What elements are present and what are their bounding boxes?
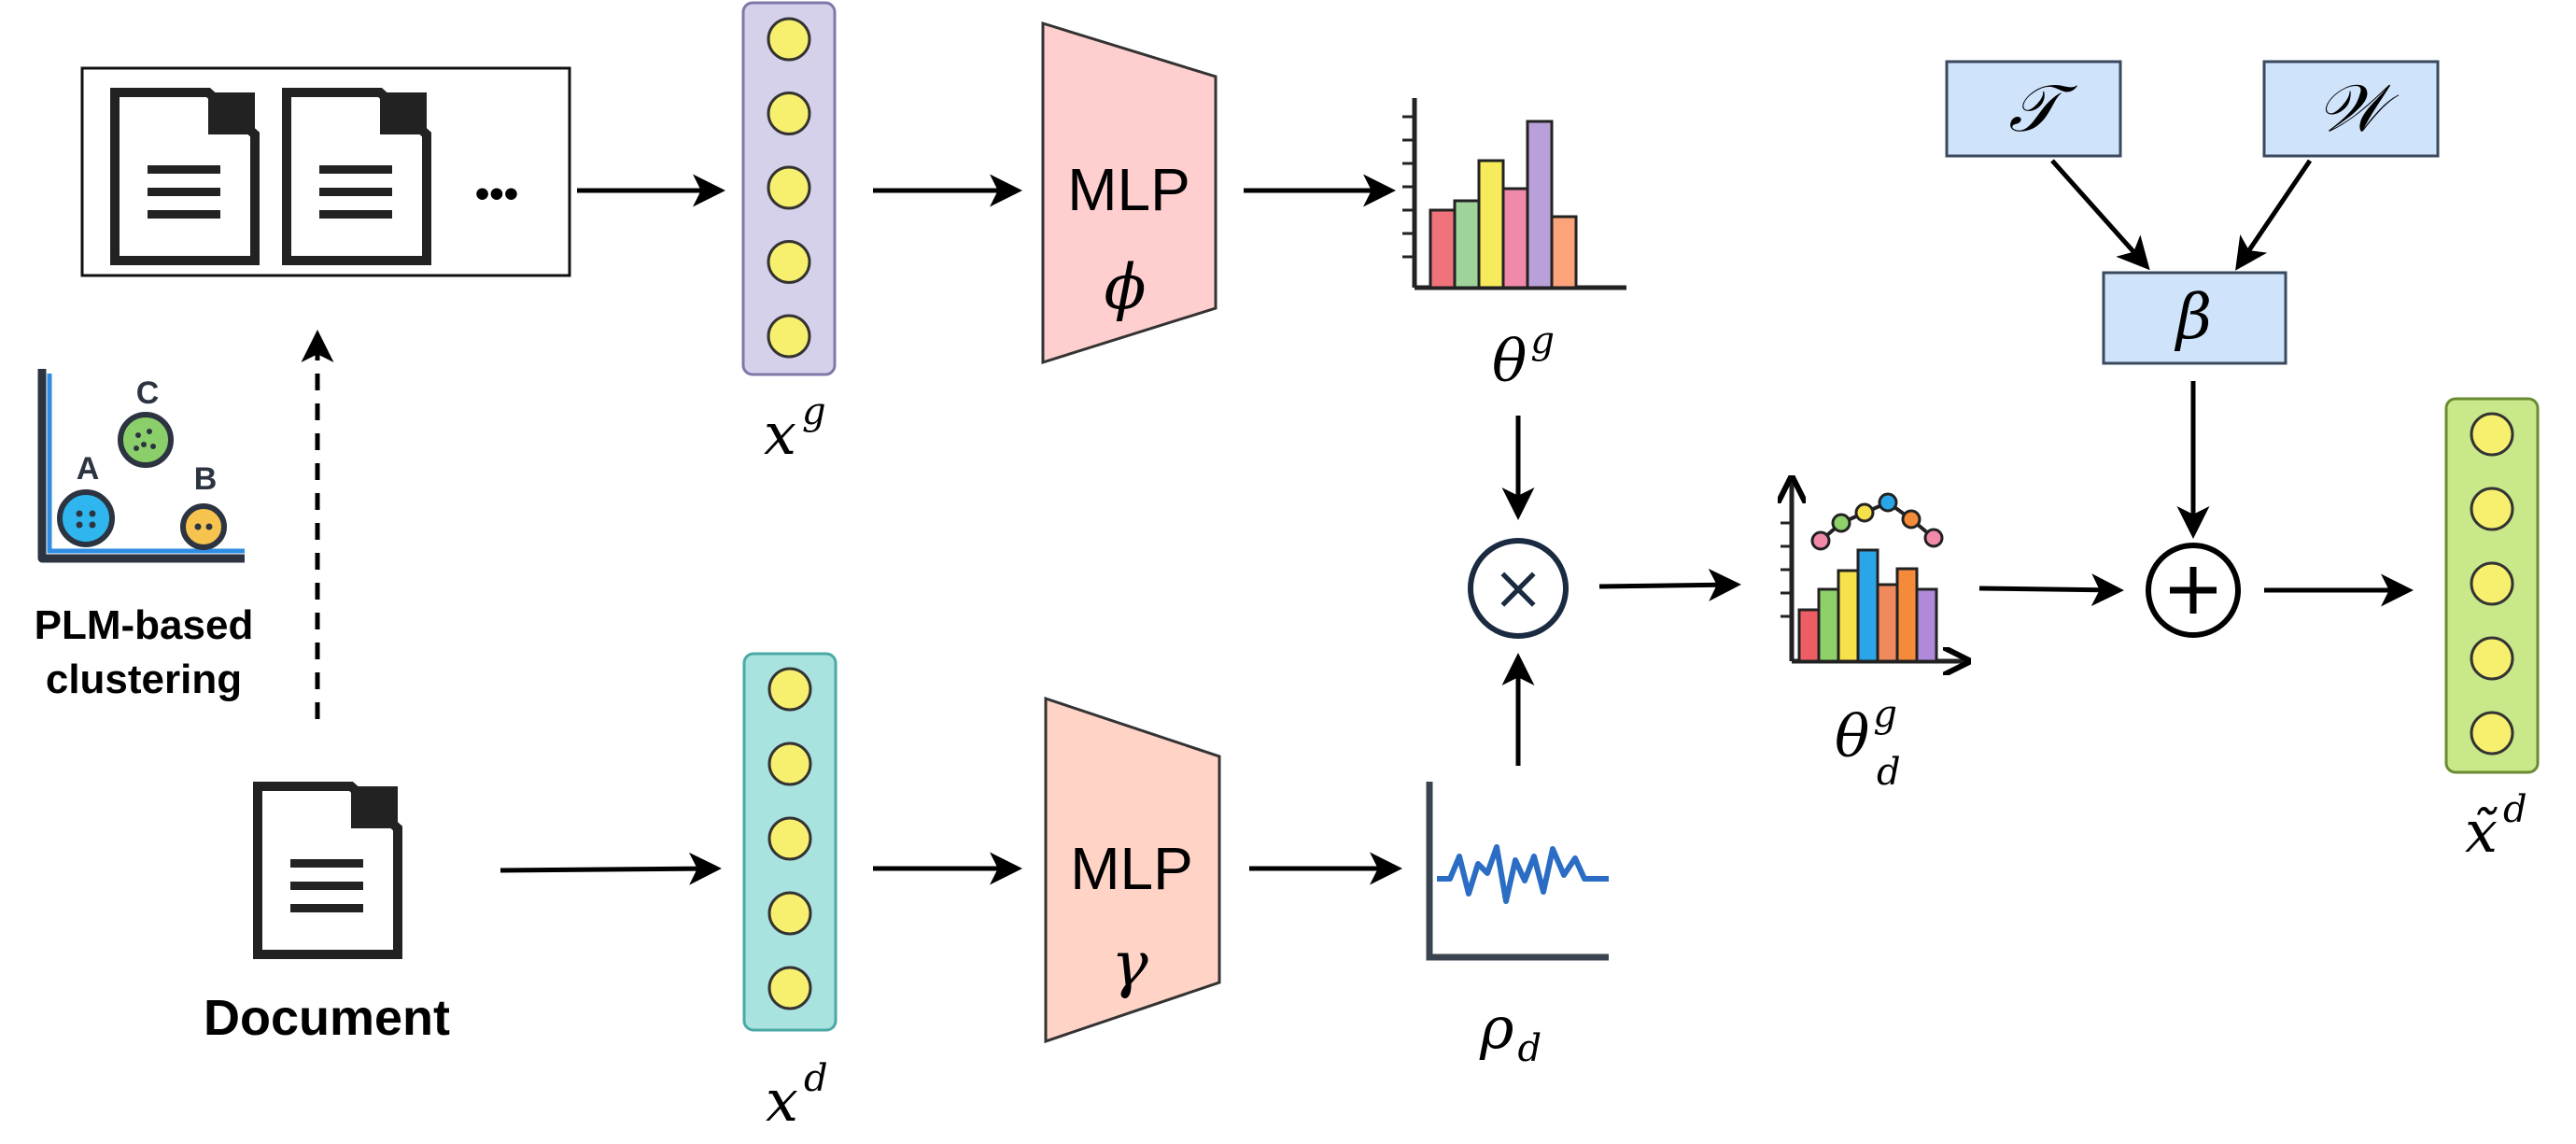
mlp-phi-symbol: ϕ	[1105, 251, 1147, 323]
beta-box-rect	[2102, 271, 2287, 365]
plm-label-line1: PLM-based	[35, 602, 254, 648]
t-box-rect	[1945, 60, 2122, 158]
vector-node	[2470, 711, 2514, 756]
vector-node	[767, 165, 811, 210]
arrow-t-to-beta	[2050, 159, 2150, 271]
vector-node	[767, 891, 812, 936]
ellipsis-text: •••	[475, 171, 518, 217]
vector-node	[2470, 636, 2514, 681]
cluster-a-label: A	[77, 451, 100, 487]
bar-chart-icon	[1402, 98, 1626, 290]
mlp-phi-shape	[1041, 21, 1218, 365]
add-circle-icon	[2146, 543, 2241, 638]
vector-node	[767, 240, 811, 284]
arrow-w-to-beta	[2235, 159, 2313, 271]
vector-node	[767, 667, 812, 712]
vector-node	[767, 816, 812, 861]
signal-icon	[1426, 782, 1609, 961]
plm-label-line2: clustering	[46, 657, 242, 702]
document-label: Document	[204, 990, 450, 1046]
bar-line-chart-icon	[1781, 481, 1965, 661]
arrow-theta-dg-to-add	[1978, 573, 2124, 607]
vector-node	[767, 741, 812, 786]
xg-embedding-vector	[741, 1, 837, 376]
mlp-gamma-title: MLP	[1070, 835, 1193, 902]
multiply-circle-icon: ×	[1468, 538, 1569, 639]
xd-embedding-vector	[742, 652, 838, 1032]
w-box-rect	[2262, 60, 2440, 158]
mlp-gamma-encoder: MLP γ	[1044, 696, 1221, 1044]
vector-node	[2470, 412, 2514, 457]
cluster-b-label: B	[194, 461, 218, 497]
vector-node	[2470, 561, 2514, 606]
cluster-c-label: C	[136, 375, 160, 411]
mlp-phi-title: MLP	[1067, 156, 1190, 223]
document-icon	[287, 92, 427, 261]
w-symbol: 𝒲	[2316, 70, 2399, 147]
xtilde-reconstruction-vector	[2444, 397, 2540, 774]
beta-box: β	[2102, 271, 2287, 365]
scatter-cluster-icon: A C B	[37, 369, 245, 563]
document-icon	[115, 92, 255, 261]
vector-node	[767, 17, 811, 62]
arrow-doc-to-xd	[500, 852, 722, 885]
topic-matrix-box: 𝒯	[1945, 60, 2122, 158]
mlp-gamma-shape	[1044, 696, 1221, 1044]
word-matrix-box: 𝒲	[2262, 60, 2440, 158]
vector-node	[767, 966, 812, 1010]
xtilde-label: x̃d	[2465, 788, 2527, 866]
document-icon	[258, 786, 398, 954]
vector-node	[2470, 487, 2514, 531]
document-collection: •••	[80, 66, 571, 277]
vector-node	[767, 314, 811, 359]
beta-symbol: β	[2174, 281, 2212, 353]
multiply-symbol: ×	[1492, 552, 1543, 624]
mlp-gamma-symbol: γ	[1111, 928, 1148, 1000]
mlp-phi-encoder: MLP ϕ	[1041, 21, 1218, 365]
arrow-multiply-to-theta-dg	[1598, 568, 1741, 601]
vector-node	[767, 92, 811, 135]
